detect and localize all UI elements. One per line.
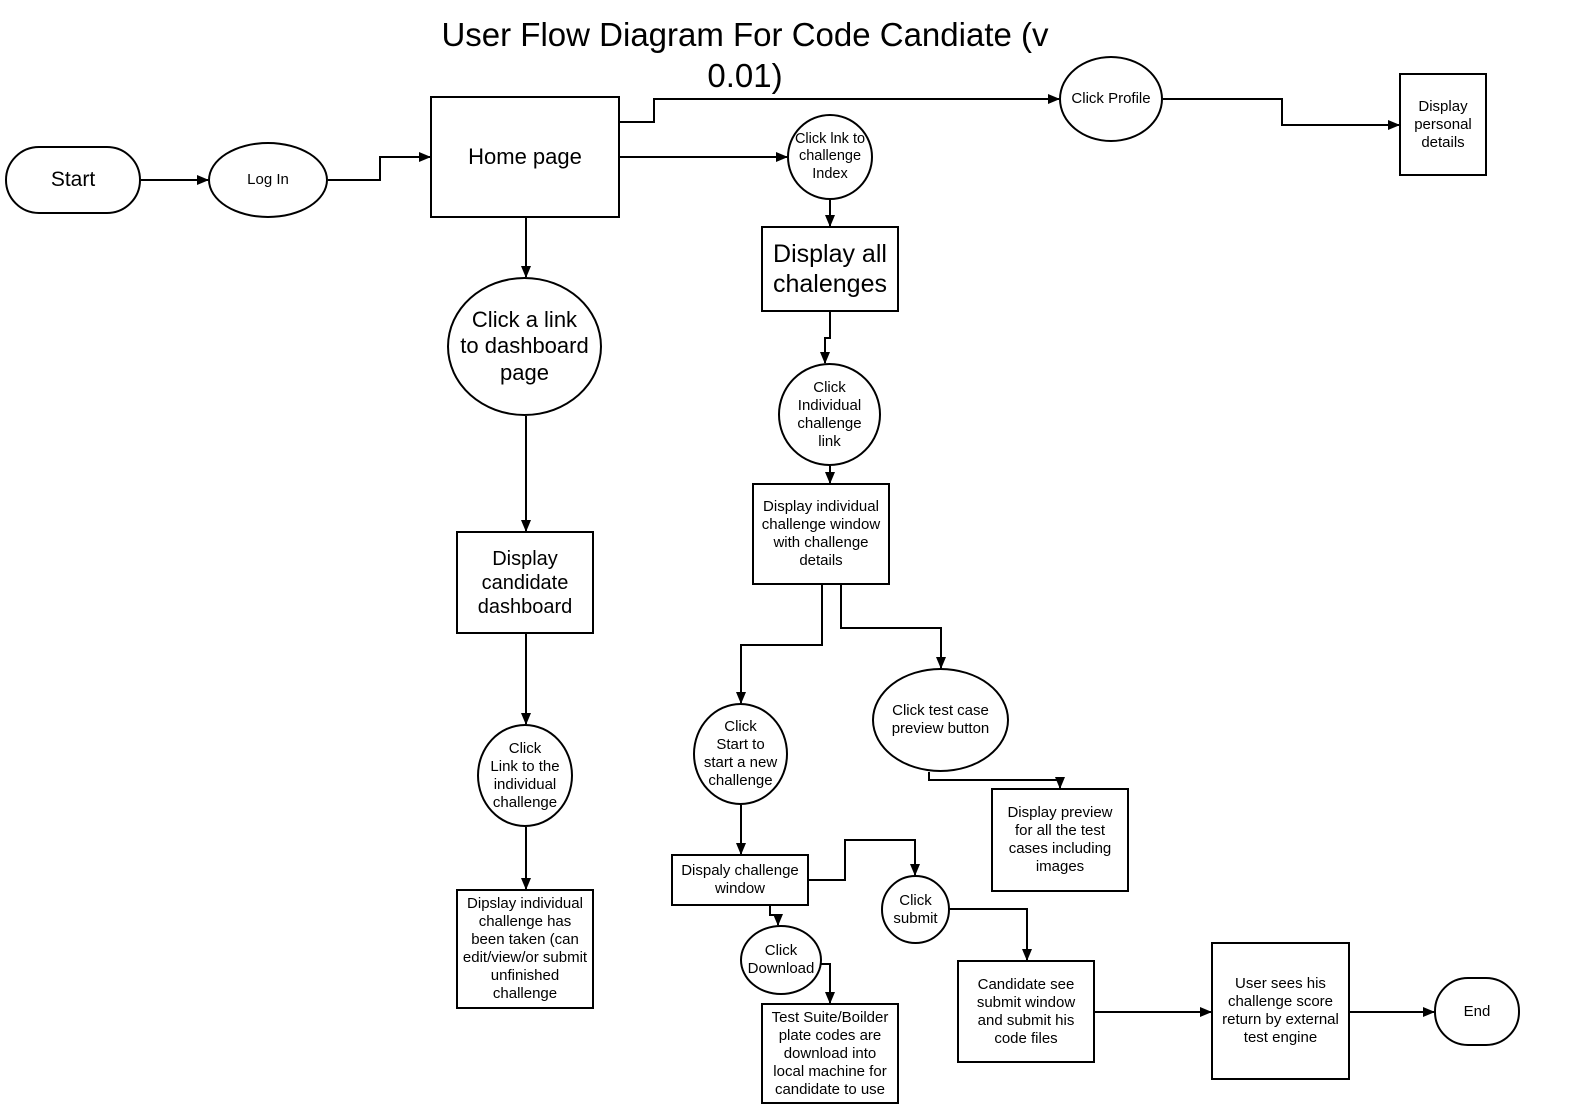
arrow-windowdetails-startnew [736, 585, 823, 704]
candidate-dashboard-box: Display candidate dashboard [456, 531, 594, 634]
arrow-login-home [328, 152, 431, 181]
submit-window-box: Candidate see submit window and submit h… [957, 960, 1095, 1063]
test-preview-node: Click test case preview button [872, 668, 1009, 772]
click-download-node: Click Download [740, 925, 822, 995]
dashboard-link-node: Click a link to dashboard page [447, 277, 602, 416]
arrow-submit-submitwindow [949, 908, 1032, 961]
login-node: Log In [208, 142, 328, 218]
start-new-node: Click Start to start a new challenge [693, 703, 788, 805]
all-challenges-box: Display all chalenges [761, 226, 899, 312]
challenge-index-node: Click lnk to challenge Index [787, 114, 873, 200]
personal-details-box: Display personal details [1399, 73, 1487, 176]
preview-all-box: Display preview for all the test cases i… [991, 788, 1129, 892]
end-terminal: End [1434, 977, 1520, 1046]
arrow-challengewindow-download [769, 906, 783, 926]
arrow-home-profile [620, 94, 1060, 123]
challenge-taken-box: Dipslay individual challenge has been ta… [456, 889, 594, 1009]
arrow-download-boilerplate [820, 963, 835, 1004]
challenge-window-box: Dispaly challenge window [671, 854, 809, 906]
page-title: User Flow Diagram For Code Candiate (v 0… [441, 16, 1049, 94]
arrow-windowdetails-testpreview [840, 585, 946, 669]
link-individual-node: Click Link to the individual challenge [477, 724, 573, 827]
start-terminal: Start [5, 146, 141, 214]
challenge-window-details-box: Display individual challenge window with… [752, 483, 890, 585]
click-submit-node: Click submit [881, 875, 950, 944]
individual-link-node: Click Individual challenge link [778, 363, 881, 466]
arrow-profile-personal [1163, 98, 1400, 130]
arrow-challengewindow-submit [808, 839, 920, 881]
arrow-testpreview-previewall [928, 772, 1065, 789]
boilerplate-box: Test Suite/Boilder plate codes are downl… [761, 1003, 899, 1104]
score-box: User sees his challenge score return by … [1211, 942, 1350, 1080]
arrow-allchallenges-individual [820, 312, 831, 364]
click-profile-node: Click Profile [1059, 56, 1163, 142]
home-page-box: Home page [430, 96, 620, 218]
